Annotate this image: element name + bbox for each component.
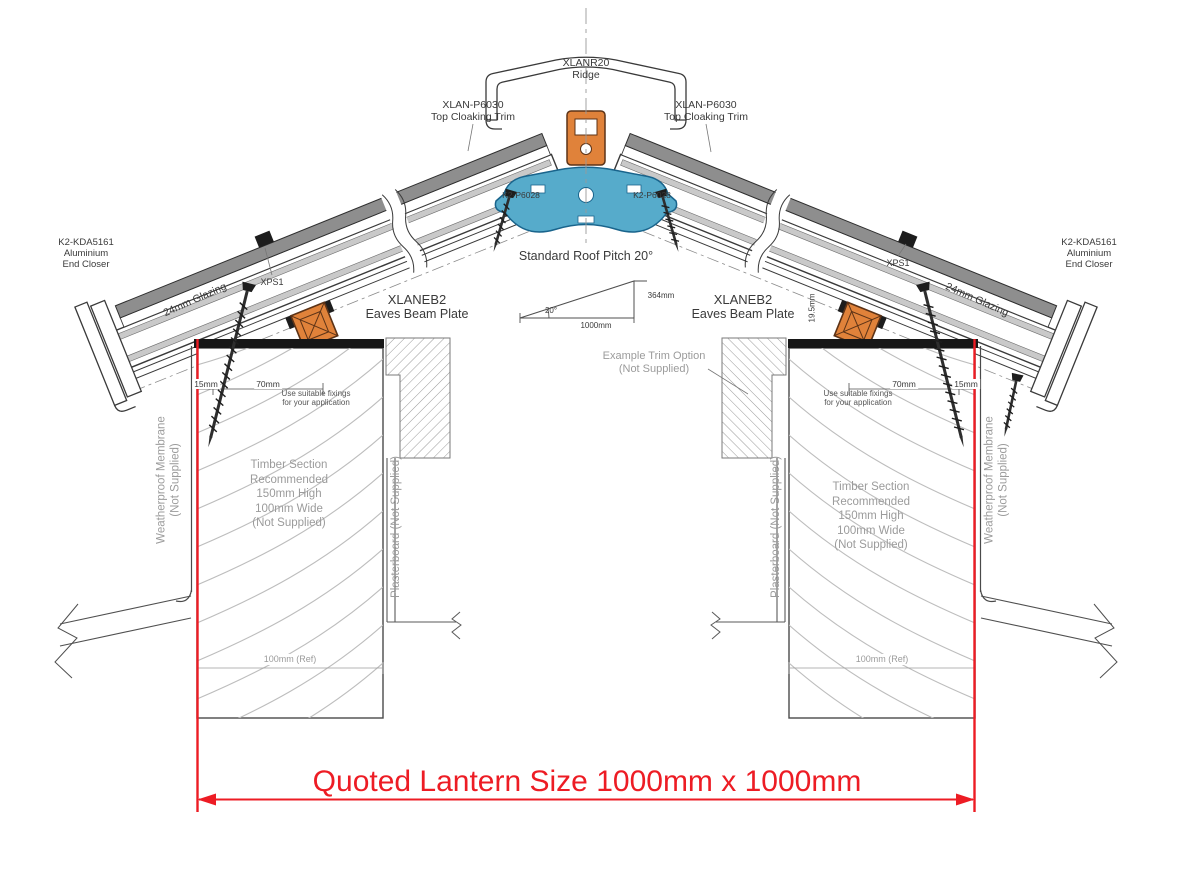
timber-note-right: Timber Section Recommended 150mm High 10… xyxy=(832,480,910,553)
pitch-run-label: 1000mm xyxy=(580,321,612,330)
plasterboard-label-right: Plasterboard (Not Supplied) xyxy=(770,456,783,598)
fixings-note-line: Use suitable fixings xyxy=(281,389,351,398)
timber-note-line: Recommended xyxy=(832,495,910,508)
end-closer-name: End Closer xyxy=(62,259,110,271)
timber-note-line: (Not Supplied) xyxy=(834,539,908,551)
end-closer-part-code: K2-KDA5161 xyxy=(1061,237,1117,248)
timber-note-line: 100mm Wide xyxy=(255,502,323,515)
trim-part-name: Top Cloaking Trim xyxy=(663,111,749,124)
membrane-line: Weatherproof Membrane xyxy=(983,416,996,544)
quoted-size-dimension xyxy=(196,339,976,812)
ridge-part-name: Ridge xyxy=(572,69,600,82)
trim-option-line: Example Trim Option xyxy=(602,350,706,362)
end-closer-part-code: K2-KDA5161 xyxy=(58,237,114,248)
trim-option-line: (Not Supplied) xyxy=(618,362,690,375)
fixings-note-line: for your application xyxy=(282,398,350,408)
trim-part-code: XLAN-P6030 xyxy=(675,99,737,111)
trim-part-name: Top Cloaking Trim xyxy=(430,111,516,124)
dim-15mm-left: 15mm xyxy=(192,379,220,390)
eaves-beam-label-left: XLANEB2 Eaves Beam Plate xyxy=(366,292,469,322)
timber-note-line: (Not Supplied) xyxy=(252,517,326,529)
timber-note-line: 150mm High xyxy=(838,510,904,522)
eaves-part-code: XLANEB2 xyxy=(713,292,773,307)
xps-label-left: XPS1 xyxy=(260,277,284,287)
fixings-note-line: for your application xyxy=(824,398,892,408)
plasterboard-label-left: Plasterboard (Not Supplied) xyxy=(390,456,403,598)
pitch-triangle xyxy=(519,280,647,323)
eaves-part-name: Eaves Beam Plate xyxy=(691,307,795,322)
offset-dimension-label-right: 19.5mm xyxy=(807,293,817,323)
end-closer-label-left: K2-KDA5161 Aluminium End Closer xyxy=(58,237,113,271)
timber-note-line: Recommended xyxy=(250,473,328,486)
eaves-part-name: Eaves Beam Plate xyxy=(365,307,469,322)
quoted-size-label: Quoted Lantern Size 1000mm x 1000mm xyxy=(312,765,862,798)
eaves-beam-label-right: XLANEB2 Eaves Beam Plate xyxy=(692,292,795,322)
membrane-label-left: Weatherproof Membrane (Not Supplied) xyxy=(155,416,182,544)
ridge-label: XLANR20 Ridge xyxy=(563,57,610,82)
dim-15mm-right: 15mm xyxy=(952,379,980,390)
end-closer-material: Aluminium xyxy=(1066,248,1112,260)
top-cloaking-trim-label-right: XLAN-P6030 Top Cloaking Trim xyxy=(664,99,748,124)
dim-70mm-left: 70mm xyxy=(254,379,282,390)
ridge-part-code: XLANR20 xyxy=(562,57,610,69)
top-cloaking-trim-label-left: XLAN-P6030 Top Cloaking Trim xyxy=(431,99,515,124)
gasket-label-right: K2-P6028 xyxy=(633,190,671,200)
timber-note-line: Timber Section xyxy=(250,459,328,471)
pitch-label: Standard Roof Pitch 20° xyxy=(518,249,654,263)
ridge-cap xyxy=(485,56,687,121)
timber-note-left: Timber Section Recommended 150mm High 10… xyxy=(250,458,328,531)
pitch-rise-label: 364mm xyxy=(647,291,675,300)
fixings-note-right: Use suitable fixings for your applicatio… xyxy=(824,389,893,408)
trim-option-label: Example Trim Option (Not Supplied) xyxy=(603,350,706,376)
gasket-label-left: K2-P6028 xyxy=(502,190,540,200)
timber-note-line: Timber Section xyxy=(832,481,910,493)
end-closer-label-right: K2-KDA5161 Aluminium End Closer xyxy=(1061,237,1116,271)
trim-part-code: XLAN-P6030 xyxy=(442,99,504,111)
end-closer-material: Aluminium xyxy=(63,248,109,260)
fixings-note-left: Use suitable fixings for your applicatio… xyxy=(282,389,351,408)
membrane-label-right: Weatherproof Membrane (Not Supplied) xyxy=(983,416,1010,544)
membrane-line: (Not Supplied) xyxy=(169,443,181,517)
eaves-part-code: XLANEB2 xyxy=(387,292,447,307)
trim-option-wall xyxy=(385,337,451,459)
glazing-panel-assembly-left xyxy=(74,132,579,412)
ref-dimension-label-left: 100mm (Ref) xyxy=(261,654,319,665)
membrane-line: (Not Supplied) xyxy=(997,443,1009,517)
dim-70mm-right: 70mm xyxy=(890,379,918,390)
fixings-note-line: Use suitable fixings xyxy=(823,389,893,398)
ref-dimension-label-right: 100mm (Ref) xyxy=(853,654,911,665)
timber-note-line: 100mm Wide xyxy=(837,524,905,537)
leader-lines xyxy=(264,123,907,395)
xps-label-right: XPS1 xyxy=(886,258,910,268)
timber-grain xyxy=(197,348,383,718)
eaves-beam-plate xyxy=(194,339,384,348)
timber-note-line: 150mm High xyxy=(256,488,322,500)
membrane-line: Weatherproof Membrane xyxy=(155,416,168,544)
end-closer-name: End Closer xyxy=(1065,259,1113,271)
pitch-angle-label: 20° xyxy=(544,306,558,315)
